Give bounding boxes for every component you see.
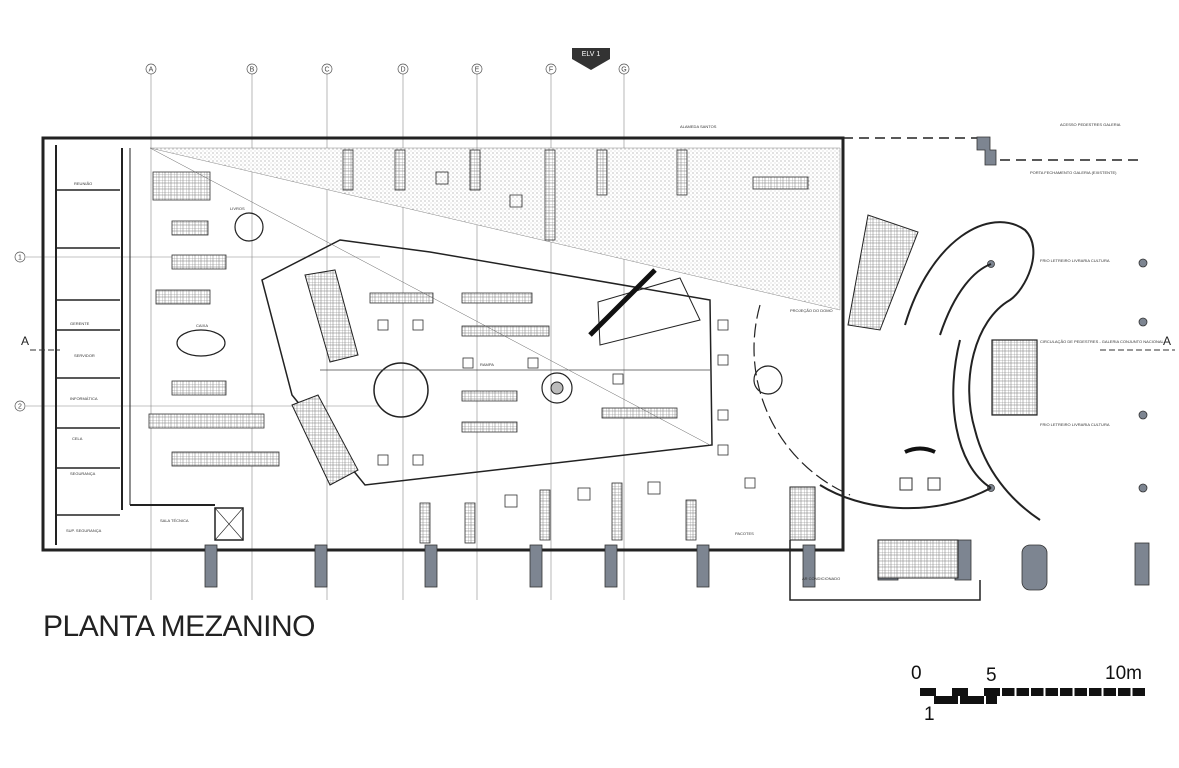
scale-segment — [934, 696, 945, 704]
room-label: CAIXA — [196, 323, 208, 328]
elevation-label: ELV 1 — [582, 51, 601, 58]
grid-bubble — [14, 251, 26, 263]
curved-stair — [847, 214, 919, 331]
shelves — [148, 171, 809, 467]
round-display — [541, 372, 573, 404]
scale-segment — [947, 696, 958, 704]
central-mezzanine — [261, 239, 713, 486]
grid-column-label: G — [621, 67, 626, 74]
room-label: SERVIDOR — [74, 353, 95, 358]
room-label: AR CONDICIONADO — [802, 576, 840, 581]
circulation-note: CIRCULAÇÃO DE PEDESTRES - GALERIA CONJUN… — [1040, 339, 1165, 344]
grid-column-label: A — [149, 67, 154, 74]
room-label: CELA — [72, 436, 83, 441]
scale-segment — [1045, 688, 1058, 696]
grid-column-label: B — [250, 67, 255, 74]
grid-column-label: F — [549, 67, 553, 74]
room-label: SEGURANÇA — [70, 471, 96, 476]
access-note: ACESSO PEDESTRES GALERIA — [1060, 122, 1121, 127]
grid-bubble — [246, 63, 258, 75]
scale-label-5: 5 — [986, 665, 997, 686]
scale-label-10: 10m — [1105, 663, 1142, 684]
display-table — [927, 477, 941, 491]
scale-segment — [920, 688, 936, 696]
section-mark-right: A — [1163, 334, 1171, 348]
scale-segment — [1103, 688, 1116, 696]
grid-row-label: 2 — [18, 404, 22, 411]
display-table — [899, 477, 913, 491]
diagonal-line — [149, 147, 711, 446]
grid-bubble — [14, 400, 26, 412]
dome-projection — [753, 304, 851, 496]
projection-note: PROJEÇÃO DO DOMO — [790, 308, 833, 313]
grid-bubble — [618, 63, 630, 75]
scale-segment — [1074, 688, 1087, 696]
scale-segment — [960, 696, 971, 704]
ramp-note: RAMPA — [480, 362, 494, 367]
round-display — [753, 365, 783, 395]
grid-row-label: 1 — [18, 255, 22, 262]
room-label: SALA TÉCNICA — [160, 518, 189, 523]
elevator-stair — [877, 539, 959, 579]
scale-segment — [984, 688, 1000, 696]
stair-small — [789, 486, 816, 541]
scale-segment — [1031, 688, 1044, 696]
scale-segment — [1060, 688, 1073, 696]
scale-label-0: 0 — [911, 663, 922, 684]
scale-segment — [952, 688, 968, 696]
grid-bubble — [321, 63, 333, 75]
grid-bubble — [471, 63, 483, 75]
cashier — [176, 329, 226, 357]
street-label: ALAMEDA SANTOS — [680, 124, 717, 129]
room-label: PACOTES — [735, 531, 754, 536]
room-label: INFORMÁTICA — [70, 396, 98, 401]
grid-column-label: C — [324, 67, 329, 74]
grid-column-label: D — [400, 67, 405, 74]
round-display — [550, 381, 564, 395]
room-label: SUP. SEGURANÇA — [66, 528, 102, 533]
display-tables — [377, 171, 756, 508]
section-mark-left: A — [21, 334, 29, 348]
sign-note: FRIO LETREIRO LIVRARIA CULTURA — [1040, 422, 1110, 427]
drawing-title: PLANTA MEZANINO — [43, 610, 316, 643]
display-platform — [597, 277, 701, 346]
stair-upper — [304, 269, 359, 363]
scale-bar-graphic — [920, 688, 1145, 704]
door-note: PORTA FECHAMENTO GALERIA (EXISTENTE) — [1030, 170, 1117, 175]
display-bar — [588, 268, 657, 337]
scale-segment — [1016, 688, 1029, 696]
scale-segment — [973, 696, 984, 704]
sign-note: FRIO LETREIRO LIVRARIA CULTURA — [1040, 258, 1110, 263]
grid-column-label: E — [475, 67, 480, 74]
hatched-zone — [149, 147, 841, 311]
room-label: REUNIÃO — [74, 181, 92, 186]
grid-display — [991, 339, 1038, 416]
round-display — [234, 212, 264, 242]
vertical-shelves — [342, 149, 697, 544]
curved-gallery — [819, 221, 1041, 521]
scale-segment — [1118, 688, 1131, 696]
grid-bubble — [397, 63, 409, 75]
scale-segment — [1132, 688, 1145, 696]
stair-lower — [291, 394, 359, 486]
scale-segment — [1002, 688, 1015, 696]
walls — [41, 136, 1140, 601]
scale-label-1: 1 — [924, 704, 935, 725]
grid-bubble — [145, 63, 157, 75]
elevation-marker: ELV 1 — [572, 48, 610, 70]
round-display — [373, 362, 429, 418]
grid-bubble — [545, 63, 557, 75]
scale-segment — [1089, 688, 1102, 696]
reception-counter — [904, 446, 936, 454]
room-label: GERENTE — [70, 321, 90, 326]
room-label: LIVROS — [230, 206, 245, 211]
scale-segment — [986, 696, 997, 704]
